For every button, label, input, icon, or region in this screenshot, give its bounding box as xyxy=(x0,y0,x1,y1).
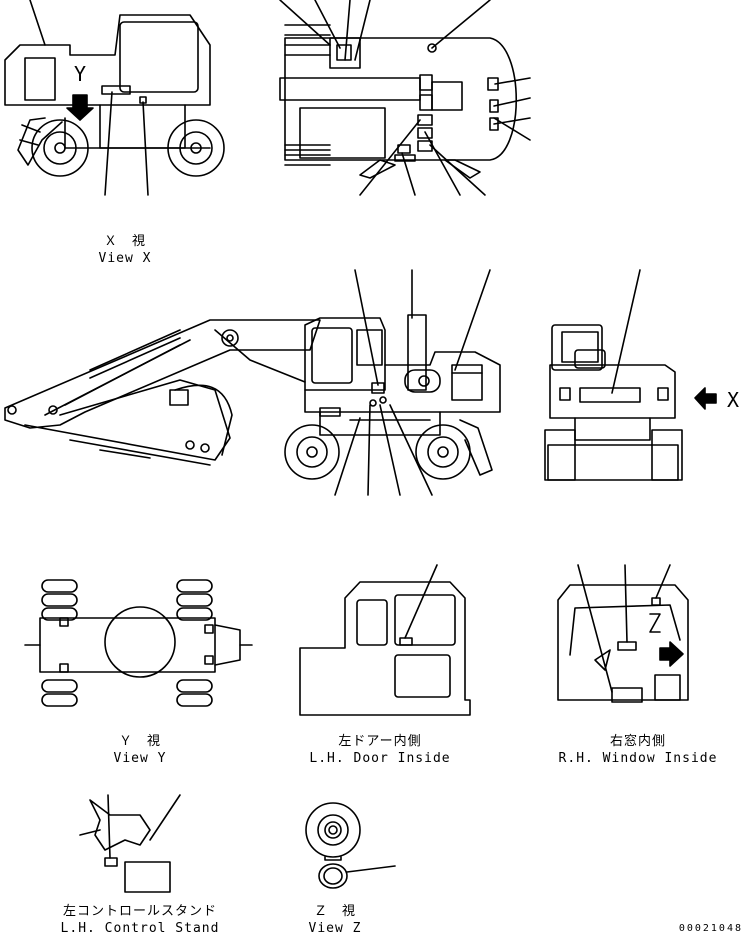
caption-view-y-en: View Y xyxy=(113,751,167,766)
caption-window-jp: 右窓内側 xyxy=(609,734,666,749)
caption-view-x-jp: Ｘ 視 xyxy=(103,234,146,249)
door-inside-view xyxy=(299,564,471,716)
caption-control-stand: 左コントロールスタンド L.H. Control Stand xyxy=(50,903,230,937)
caption-view-z: Ｚ 視 View Z xyxy=(275,903,395,937)
rear-view xyxy=(544,269,717,481)
marker-x: X xyxy=(727,388,740,412)
caption-window-en: R.H. Window Inside xyxy=(558,751,718,766)
side-view-top-left xyxy=(4,0,225,196)
caption-view-y: Ｙ 視 View Y xyxy=(80,733,200,767)
center-side-view xyxy=(4,269,501,496)
caption-door-jp: 左ドアー内側 xyxy=(338,734,422,749)
caption-door-en: L.H. Door Inside xyxy=(309,751,451,766)
top-view-top-right xyxy=(279,0,531,196)
view-z-detail xyxy=(305,802,396,889)
caption-view-y-jp: Ｙ 視 xyxy=(118,734,161,749)
caption-control-stand-en: L.H. Control Stand xyxy=(60,921,220,936)
caption-window: 右窓内側 R.H. Window Inside xyxy=(548,733,728,767)
view-y-undercarriage xyxy=(24,579,253,707)
window-inside-view xyxy=(557,564,689,703)
caption-view-x-en: View X xyxy=(98,251,152,266)
marker-y: Y xyxy=(74,62,87,86)
caption-control-stand-jp: 左コントロールスタンド xyxy=(62,904,217,919)
caption-view-x: Ｘ 視 View X xyxy=(65,233,185,267)
caption-door: 左ドアー内側 L.H. Door Inside xyxy=(300,733,460,767)
control-stand-view xyxy=(79,794,181,893)
caption-view-z-en: View Z xyxy=(308,921,362,936)
caption-view-z-jp: Ｚ 視 xyxy=(313,904,356,919)
document-number: 00021048 xyxy=(678,923,743,934)
